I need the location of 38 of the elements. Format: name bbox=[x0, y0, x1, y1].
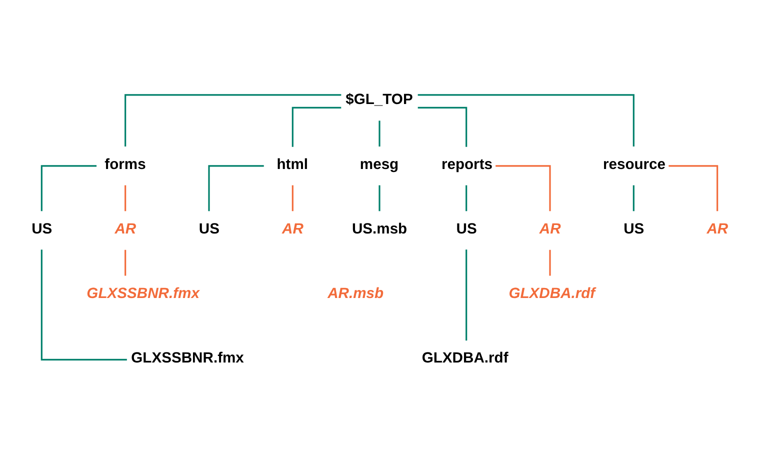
node-text: GLXDBA.rdf bbox=[508, 285, 596, 302]
node-text: US bbox=[32, 220, 52, 237]
node-text: US bbox=[624, 220, 644, 237]
node-text: AR bbox=[282, 220, 304, 237]
connector bbox=[418, 94, 634, 146]
node-text: AR bbox=[539, 220, 561, 237]
node-text: GLXDBA.rdf bbox=[422, 350, 508, 366]
connector bbox=[124, 184, 126, 211]
connector bbox=[668, 164, 718, 211]
connector bbox=[378, 184, 380, 211]
node-text: US bbox=[198, 220, 220, 237]
node-text: mesg bbox=[360, 156, 399, 172]
connector bbox=[208, 164, 264, 211]
connector bbox=[466, 249, 468, 340]
connector bbox=[124, 249, 126, 276]
connector bbox=[466, 184, 468, 211]
node-text: GLXSSBNR.fmx bbox=[86, 285, 200, 302]
connector bbox=[292, 184, 294, 211]
connector bbox=[40, 164, 97, 211]
node-text: AR bbox=[114, 220, 136, 237]
node-text: AR bbox=[706, 220, 728, 237]
node-text: reports bbox=[441, 156, 492, 172]
connector bbox=[124, 94, 342, 146]
node-text: AR.msb bbox=[328, 285, 384, 302]
connector bbox=[418, 106, 468, 146]
node-text: forms bbox=[104, 156, 146, 172]
connector bbox=[40, 249, 127, 360]
node-text: resource bbox=[602, 156, 666, 172]
connector bbox=[292, 106, 342, 146]
node-text: $GL_TOP bbox=[346, 92, 413, 108]
node-text: GLXSSBNR.fmx bbox=[131, 350, 244, 366]
connector bbox=[632, 184, 634, 211]
node-text: html bbox=[276, 156, 308, 172]
connector bbox=[378, 120, 380, 146]
node-text: US.msb bbox=[352, 220, 408, 237]
connector bbox=[496, 164, 551, 211]
connector bbox=[549, 249, 551, 276]
node-text: US bbox=[456, 220, 477, 237]
